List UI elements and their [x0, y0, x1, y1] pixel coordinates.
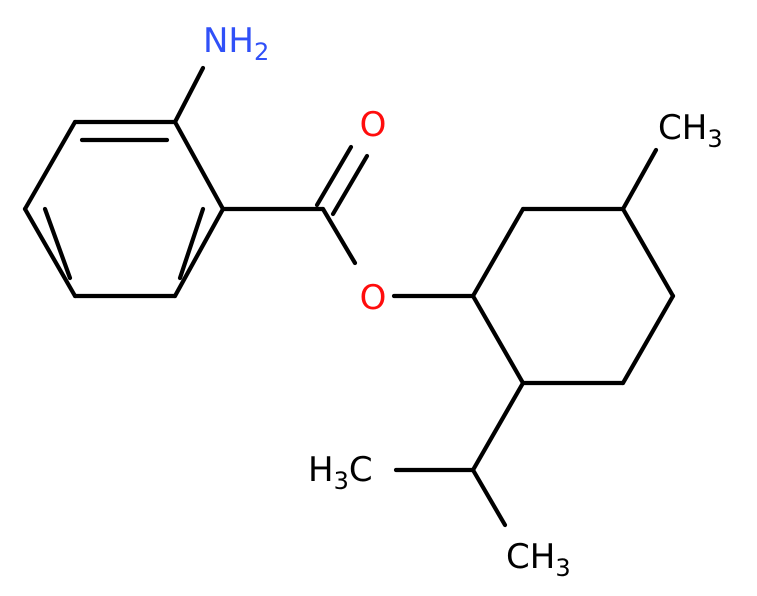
- bond-ring-c5-c6: [22, 119, 78, 212]
- bond-carbonyl-ester-oxygen: [320, 206, 358, 266]
- carbonyl-oxygen-label: O: [360, 105, 387, 145]
- bond-carbonyl-double-1: [314, 144, 354, 208]
- methyl-isopropyl-right-label: CH3: [506, 537, 571, 582]
- bond-ring-c4-c5: [22, 206, 78, 299]
- bond-ring-methyl: [620, 147, 659, 212]
- bond-cy-c4-c5: [620, 293, 676, 386]
- bond-cy-c6-c1: [470, 293, 526, 386]
- bond-ring-c1-c2: [172, 119, 226, 212]
- bond-cy-c3-c4: [620, 206, 676, 299]
- bond-ring-c2-c3: [172, 206, 226, 299]
- bond-carbonyl-double-2: [330, 153, 370, 217]
- ester-group: [220, 144, 476, 299]
- bond-ring-inner-left: [42, 206, 73, 281]
- bond-isopropyl-right-methyl: [470, 467, 508, 528]
- benzene-ring: [22, 119, 226, 299]
- bond-ring-isopropyl: [470, 380, 526, 473]
- bond-ring-nitrogen: [172, 65, 206, 125]
- cyclohexane-ring: [470, 206, 676, 386]
- methyl-ring-label: CH3: [658, 108, 723, 153]
- bond-cy-c1-c2: [470, 206, 526, 299]
- amine-label: NH2: [203, 21, 269, 66]
- methyl-isopropyl-left-label: H3C: [308, 450, 373, 495]
- isopropyl-group: [393, 380, 526, 528]
- ester-oxygen-label: O: [360, 278, 387, 318]
- bond-ring-inner-right: [177, 206, 206, 281]
